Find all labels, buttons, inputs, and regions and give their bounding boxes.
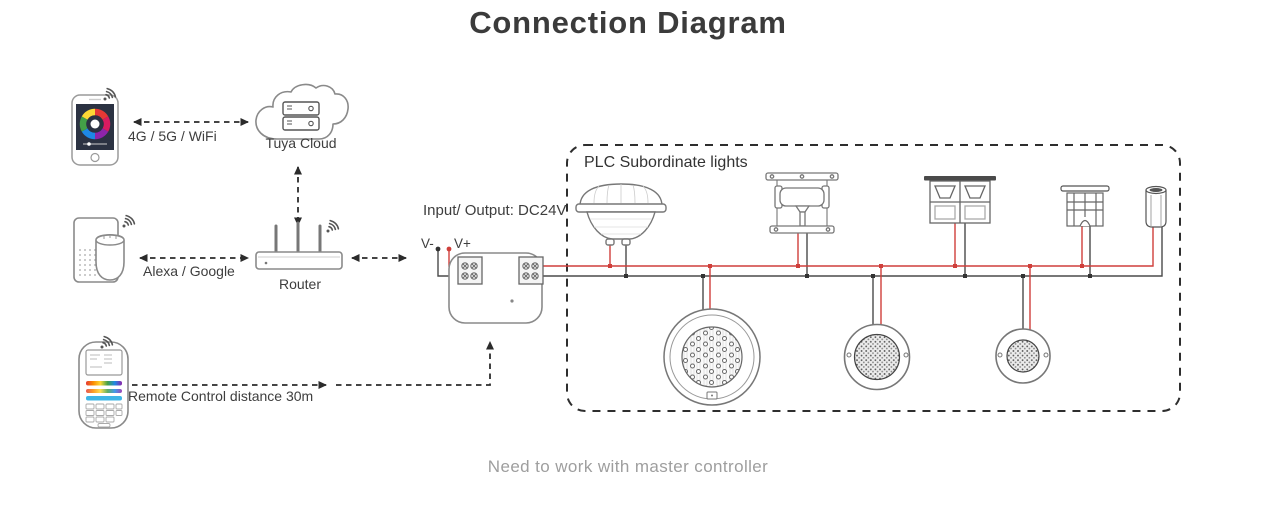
- wifi-icon: [121, 214, 136, 229]
- footer-note: Need to work with master controller: [487, 457, 769, 476]
- positive-junction-dots: [608, 264, 1084, 268]
- dc-negative-wire: [437, 223, 1163, 330]
- smartphone-icon: [71, 94, 119, 166]
- terminal-negative-label: V-: [421, 236, 434, 251]
- terminal-block-left: [457, 256, 483, 285]
- v-plus-dot: [446, 246, 452, 252]
- terminal-positive-label: V+: [454, 236, 471, 251]
- wifi-icon: [325, 219, 340, 234]
- plc-boundary-box: [566, 144, 1181, 412]
- negative-junction-dots: [624, 274, 1092, 278]
- wall-mounted-light-large-icon: [663, 308, 761, 406]
- v-minus-dot: [435, 246, 441, 252]
- connection-arrows: [132, 118, 494, 389]
- phone-connection-label: 4G / 5G / WiFi: [128, 128, 217, 144]
- remote-distance-label: Remote Control distance 30m: [128, 388, 314, 404]
- par56-pool-light-icon: [575, 183, 667, 246]
- plc-box-title: PLC Subordinate lights: [584, 154, 748, 171]
- wall-mounted-light-medium-icon: [843, 323, 911, 391]
- controller-icon: [448, 252, 544, 324]
- remote-buttons: [85, 403, 123, 428]
- voice-assistant-label: Alexa / Google: [143, 263, 235, 279]
- inground-light-icon: [765, 172, 839, 234]
- mini-grid-inground-light-icon: [1060, 185, 1110, 227]
- page-title: Connection Diagram: [469, 5, 787, 40]
- dc-positive-wire: [448, 223, 1154, 330]
- tuya-cloud-icon: [255, 83, 349, 140]
- tuya-cloud-label: Tuya Cloud: [265, 135, 337, 151]
- wall-mounted-light-small-icon: [995, 328, 1051, 384]
- remote-control-icon: [78, 341, 129, 429]
- color-wheel-icon: [79, 108, 111, 140]
- mini-cylinder-light-icon: [1145, 185, 1167, 228]
- terminal-block-right: [518, 256, 544, 285]
- smart-speakers-icon: [73, 217, 125, 283]
- router-label: Router: [278, 276, 322, 292]
- io-voltage-label: Input/ Output: DC24V: [423, 202, 567, 219]
- cloud-server-icon: [282, 101, 320, 131]
- dc-wires: [435, 223, 1163, 330]
- flat-inground-light-icon: [924, 176, 996, 224]
- remote-controller-arrow: [336, 341, 494, 386]
- router-icon: [255, 221, 343, 270]
